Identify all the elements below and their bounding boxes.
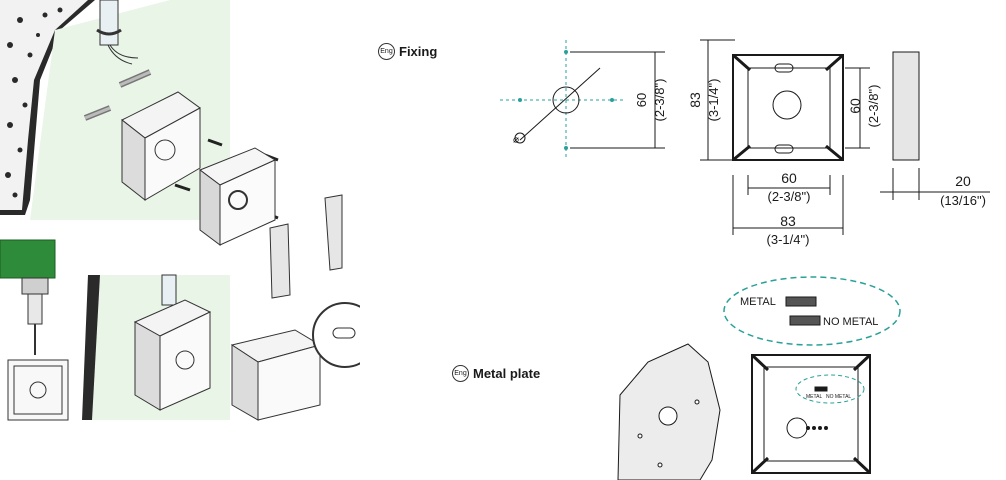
outer-width-in: (3-1/4"): [767, 232, 810, 247]
wall-plug-lower: [83, 105, 112, 121]
no-metal-switch-icon: [789, 315, 821, 326]
wall-plug-upper: [118, 69, 152, 88]
small-label-metal: METAL: [806, 394, 823, 400]
metal-switch-icon: [785, 296, 817, 307]
legend-metal: METAL: [740, 296, 776, 308]
diameter-symbol: ⌀: [513, 135, 519, 146]
depth-mm: 20: [955, 173, 971, 189]
mounted-box: [133, 274, 212, 411]
inner-width-mm: 60: [781, 170, 797, 186]
cover-strip-right: [324, 194, 343, 271]
dimension-drawings: 60 (2-3/8") ⌀ 83 (3-1/4") 60 (2-3/8") 60…: [500, 39, 990, 480]
depth-in: (13/16"): [940, 193, 986, 208]
fixing-label: Eng Fixing: [378, 43, 437, 60]
language-badge-icon: Eng: [452, 365, 469, 382]
drilling-template-box: [7, 359, 69, 421]
legend-no-metal: NO METAL: [823, 316, 878, 328]
mounting-box-front-view: [700, 39, 870, 235]
electronic-module: [198, 147, 277, 246]
installation-illustration: [0, 0, 360, 421]
mounting-box-exploded: [121, 91, 201, 202]
hole-spacing-in: (2-3/8"): [652, 79, 667, 122]
drill-illustration: [0, 239, 56, 355]
small-label-no-metal: NO METAL: [826, 394, 851, 400]
hole-pattern-drawing: [500, 40, 665, 160]
outer-width-mm: 83: [780, 213, 796, 229]
inner-height-mm: 60: [847, 98, 863, 114]
metal-plate: [617, 343, 721, 480]
fixing-title: Fixing: [399, 44, 438, 59]
side-profile-view: [880, 51, 990, 200]
metal-plate-title: Metal plate: [473, 366, 541, 381]
cover-strip-left: [269, 223, 291, 299]
box-height-mm: 83: [687, 92, 703, 108]
inner-height-in: (2-3/8"): [866, 85, 881, 128]
box-with-detail-zoom: [230, 302, 360, 421]
box-height-in: (3-1/4"): [706, 79, 721, 122]
inner-width-in: (2-3/8"): [768, 189, 811, 204]
language-badge-icon: Eng: [378, 43, 395, 60]
switch-legend-callout: [723, 276, 901, 346]
hole-spacing-mm: 60: [634, 93, 649, 107]
box-with-dip-switch: [750, 353, 872, 475]
metal-plate-label: Eng Metal plate: [452, 365, 540, 382]
conduit-pipe: [96, 0, 139, 65]
